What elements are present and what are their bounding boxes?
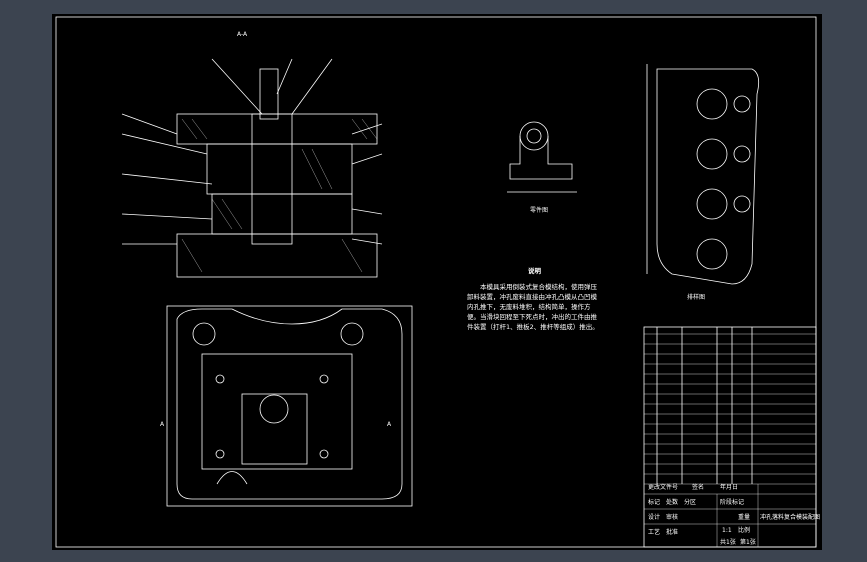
section-mark-left: A (160, 421, 165, 428)
tb-label-approve: 批准 (666, 528, 678, 536)
tb-label-sign: 签名 (692, 483, 704, 491)
layout-view-label: 排样图 (687, 293, 705, 301)
tb-label-total-sheets: 共1张 (720, 538, 736, 546)
parts-list-table: 冲孔落料复合模装配图 1:1 标记 处数 分区 更改文件号 签名 年月日 设计 … (643, 326, 820, 548)
tb-label-weight: 重量 (738, 513, 750, 521)
tb-label-count: 处数 (666, 498, 678, 506)
cad-drawing-sheet: A-A A A 零件图 排样图 (52, 14, 822, 550)
notes-title: 说明 (528, 267, 541, 275)
notes-block: 说明 本模具采用倒装式复合模结构，使用弹压卸料装置，冲孔废料直接由冲孔凸模从凸凹… (467, 266, 602, 332)
scale-value: 1:1 (722, 527, 732, 534)
tb-label-process: 工艺 (648, 528, 660, 536)
tb-label-stage: 阶段标记 (720, 498, 744, 506)
tb-label-review: 审核 (666, 513, 678, 521)
tb-label-scale: 比例 (738, 526, 750, 534)
drawing-title: 冲孔落料复合模装配图 (760, 513, 820, 521)
tb-label-design: 设计 (648, 513, 660, 521)
drawing-frame (55, 16, 817, 548)
tb-label-change: 更改文件号 (648, 483, 678, 491)
drawing-canvas: A-A A A 零件图 排样图 (55, 16, 820, 548)
tb-label-zone: 分区 (684, 498, 696, 506)
section-mark-right: A (387, 421, 392, 428)
tb-label-date: 年月日 (720, 483, 738, 491)
strip-layout-view: 排样图 (646, 64, 760, 301)
part-view: 零件图 (507, 121, 577, 214)
plan-view: A A (160, 305, 413, 507)
notes-body: 本模具采用倒装式复合模结构，使用弹压卸料装置，冲孔废料直接由冲孔凸模从凸凹模内孔… (467, 283, 599, 331)
section-label: A-A (237, 31, 248, 38)
part-view-label: 零件图 (530, 206, 548, 214)
tb-label-mark: 标记 (648, 498, 660, 506)
section-view-assembly: A-A (121, 31, 383, 278)
tb-label-sheet-no: 第1张 (740, 538, 756, 546)
